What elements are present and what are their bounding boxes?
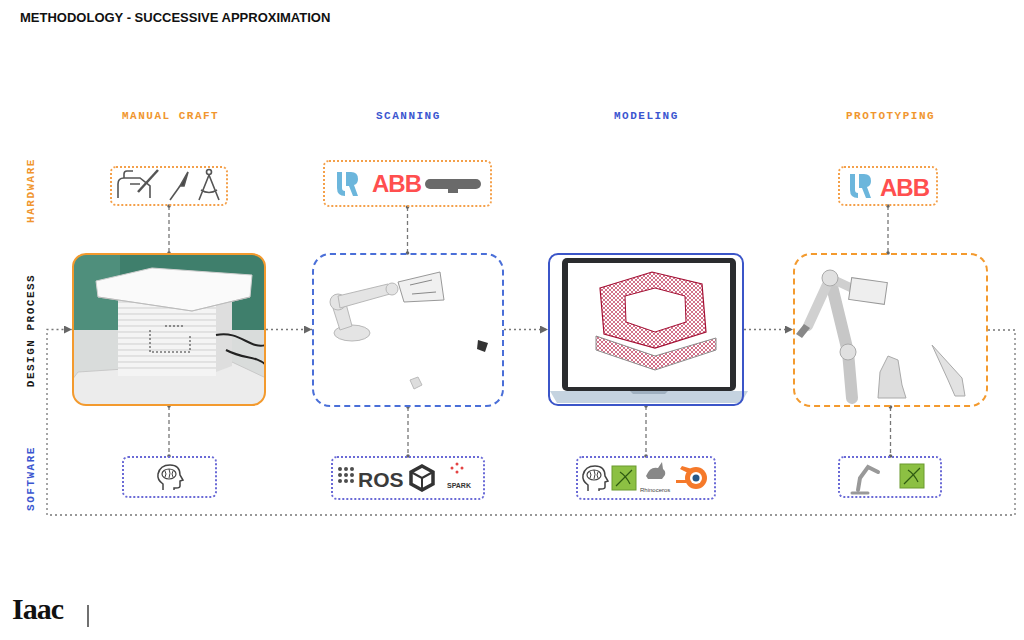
scanned-object	[410, 377, 422, 389]
ros-dots	[338, 467, 354, 483]
hardware-box: ABB	[323, 160, 492, 207]
connector	[407, 207, 408, 253]
process-box	[312, 253, 504, 407]
logo-divider	[87, 605, 88, 627]
brand-logo-text: ABB	[372, 172, 421, 196]
column-heading: MODELING	[614, 111, 679, 122]
software-logo-text: ROS	[358, 469, 404, 490]
process-box	[548, 253, 744, 406]
software-logo-text: Rhinoceros	[640, 487, 670, 493]
software-box	[122, 456, 217, 498]
row-heading: HARDWARE	[26, 158, 37, 223]
connector	[47, 330, 1015, 516]
spark-dots	[451, 463, 464, 474]
connector	[266, 329, 312, 330]
software-box: Rhinoceros	[576, 456, 716, 500]
connector	[504, 329, 548, 330]
row-heading: DESIGN PROCESS	[26, 274, 37, 387]
connector	[407, 407, 408, 456]
cube-icon	[411, 466, 433, 490]
grasshopper-icon	[900, 464, 924, 488]
process-box	[72, 253, 266, 406]
scanned-object	[477, 340, 488, 352]
column-heading: MANUAL CRAFT	[122, 111, 219, 122]
connector	[744, 329, 793, 330]
laptop	[550, 258, 748, 403]
software-logo-text: SPARK	[447, 482, 471, 489]
row-heading: SOFTWARE	[26, 446, 37, 511]
connector	[168, 206, 169, 253]
kinect-sensor	[425, 179, 481, 193]
connector	[168, 406, 169, 456]
brain-icon	[583, 466, 608, 491]
institute-logo: Iaac	[12, 594, 63, 624]
connector	[890, 407, 891, 456]
craft-photo	[73, 254, 265, 405]
brain-icon	[158, 465, 183, 490]
robot-icon	[852, 467, 878, 493]
column-heading: SCANNING	[376, 111, 441, 122]
software-box: ROS SPARK	[331, 456, 485, 500]
brand-logo-text: ABB	[880, 176, 929, 200]
connector	[645, 406, 646, 456]
prototyping-robot	[796, 270, 965, 398]
ur-logo	[850, 174, 871, 198]
grasshopper-icon	[612, 466, 636, 490]
rhino-icon	[646, 462, 665, 479]
scanning-robot	[330, 272, 444, 341]
diagram-title: METHODOLOGY - SUCCESSIVE APPROXIMATION	[20, 11, 330, 24]
ur-logo	[337, 172, 358, 196]
blender-icon	[676, 466, 707, 489]
column-heading: PROTOTYPING	[846, 111, 935, 122]
software-box	[838, 456, 942, 498]
hardware-box: ABB	[838, 166, 938, 206]
connector	[887, 206, 888, 253]
hand-tools-icons	[118, 170, 219, 201]
process-box	[793, 253, 988, 407]
hardware-box	[110, 166, 228, 206]
